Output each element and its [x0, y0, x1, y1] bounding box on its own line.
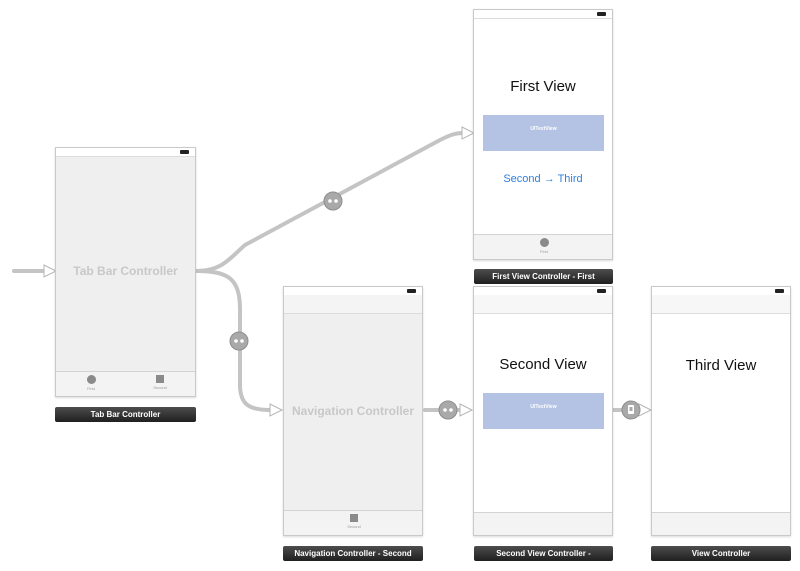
second-arrowhead [459, 403, 474, 417]
second-view-controller-label[interactable]: Second View Controller - [474, 546, 613, 561]
status-bar [474, 10, 612, 19]
battery-icon [597, 12, 606, 16]
status-bar [56, 148, 195, 157]
tab-bar-controller-scene[interactable]: Tab Bar Controller First Second [55, 147, 196, 397]
battery-icon [407, 289, 416, 293]
second-third-button[interactable]: Second → Third [503, 173, 583, 185]
tab-bar: Second [284, 510, 422, 535]
second-text-view[interactable]: UITextView [483, 393, 604, 429]
tab-first-label: First [540, 249, 548, 254]
second-view-controller-scene[interactable]: Second View UITextView [473, 286, 613, 536]
navigation-controller-label[interactable]: Navigation Controller - Second [283, 546, 423, 561]
navigation-bar [284, 295, 422, 314]
relationship-segue-badge-second[interactable] [438, 400, 458, 420]
first-view-controller-label[interactable]: First View Controller - First [474, 269, 613, 284]
navigation-bar [652, 295, 790, 314]
view-controller-label[interactable]: View Controller [651, 546, 791, 561]
tab-bar-controller-label[interactable]: Tab Bar Controller [55, 407, 196, 422]
circle-tab-icon [539, 238, 549, 247]
navigation-arrowhead [269, 403, 284, 417]
relationship-segue-badge-navigation[interactable] [229, 331, 249, 351]
first-arrowhead [461, 126, 476, 140]
battery-icon [180, 150, 189, 154]
tab-bar: First [474, 234, 612, 259]
tab-first[interactable]: First [71, 375, 111, 391]
push-segue-badge[interactable] [621, 400, 641, 420]
first-text-view[interactable]: UITextView [483, 115, 604, 151]
segue-line-tab-to-first [195, 131, 466, 273]
navigation-controller-scene[interactable]: Navigation Controller Second [283, 286, 423, 536]
third-arrowhead [638, 403, 653, 417]
tab-bar-controller-title: Tab Bar Controller [73, 264, 178, 278]
tab-second[interactable]: Second [334, 514, 374, 529]
navigation-bar [474, 295, 612, 314]
relationship-segue-badge-first[interactable] [323, 191, 343, 211]
tab-first-label: First [87, 386, 95, 391]
navigation-controller-title: Navigation Controller [291, 404, 414, 418]
first-view-title-label[interactable]: First View [510, 78, 576, 95]
tab-first[interactable]: First [524, 238, 564, 254]
circle-tab-icon [86, 375, 96, 384]
third-view-controller-scene[interactable]: Third View [651, 286, 791, 536]
first-view-controller-scene[interactable]: First View UITextView Second → Third Fir… [473, 9, 613, 260]
bottom-bar [652, 512, 790, 535]
square-tab-icon [156, 375, 164, 383]
square-tab-icon [350, 514, 358, 522]
tab-second-label: Second [153, 385, 167, 390]
bottom-bar [474, 512, 612, 535]
tab-second[interactable]: Second [140, 375, 180, 390]
third-view-title-label[interactable]: Third View [685, 357, 757, 374]
second-view-title-label[interactable]: Second View [499, 356, 587, 373]
battery-icon [597, 289, 606, 293]
entry-arrowhead [43, 264, 58, 278]
tab-bar: First Second [56, 371, 195, 396]
tab-second-label: Second [347, 524, 361, 529]
battery-icon [775, 289, 784, 293]
segue-line-tab-to-navigation [195, 269, 272, 412]
